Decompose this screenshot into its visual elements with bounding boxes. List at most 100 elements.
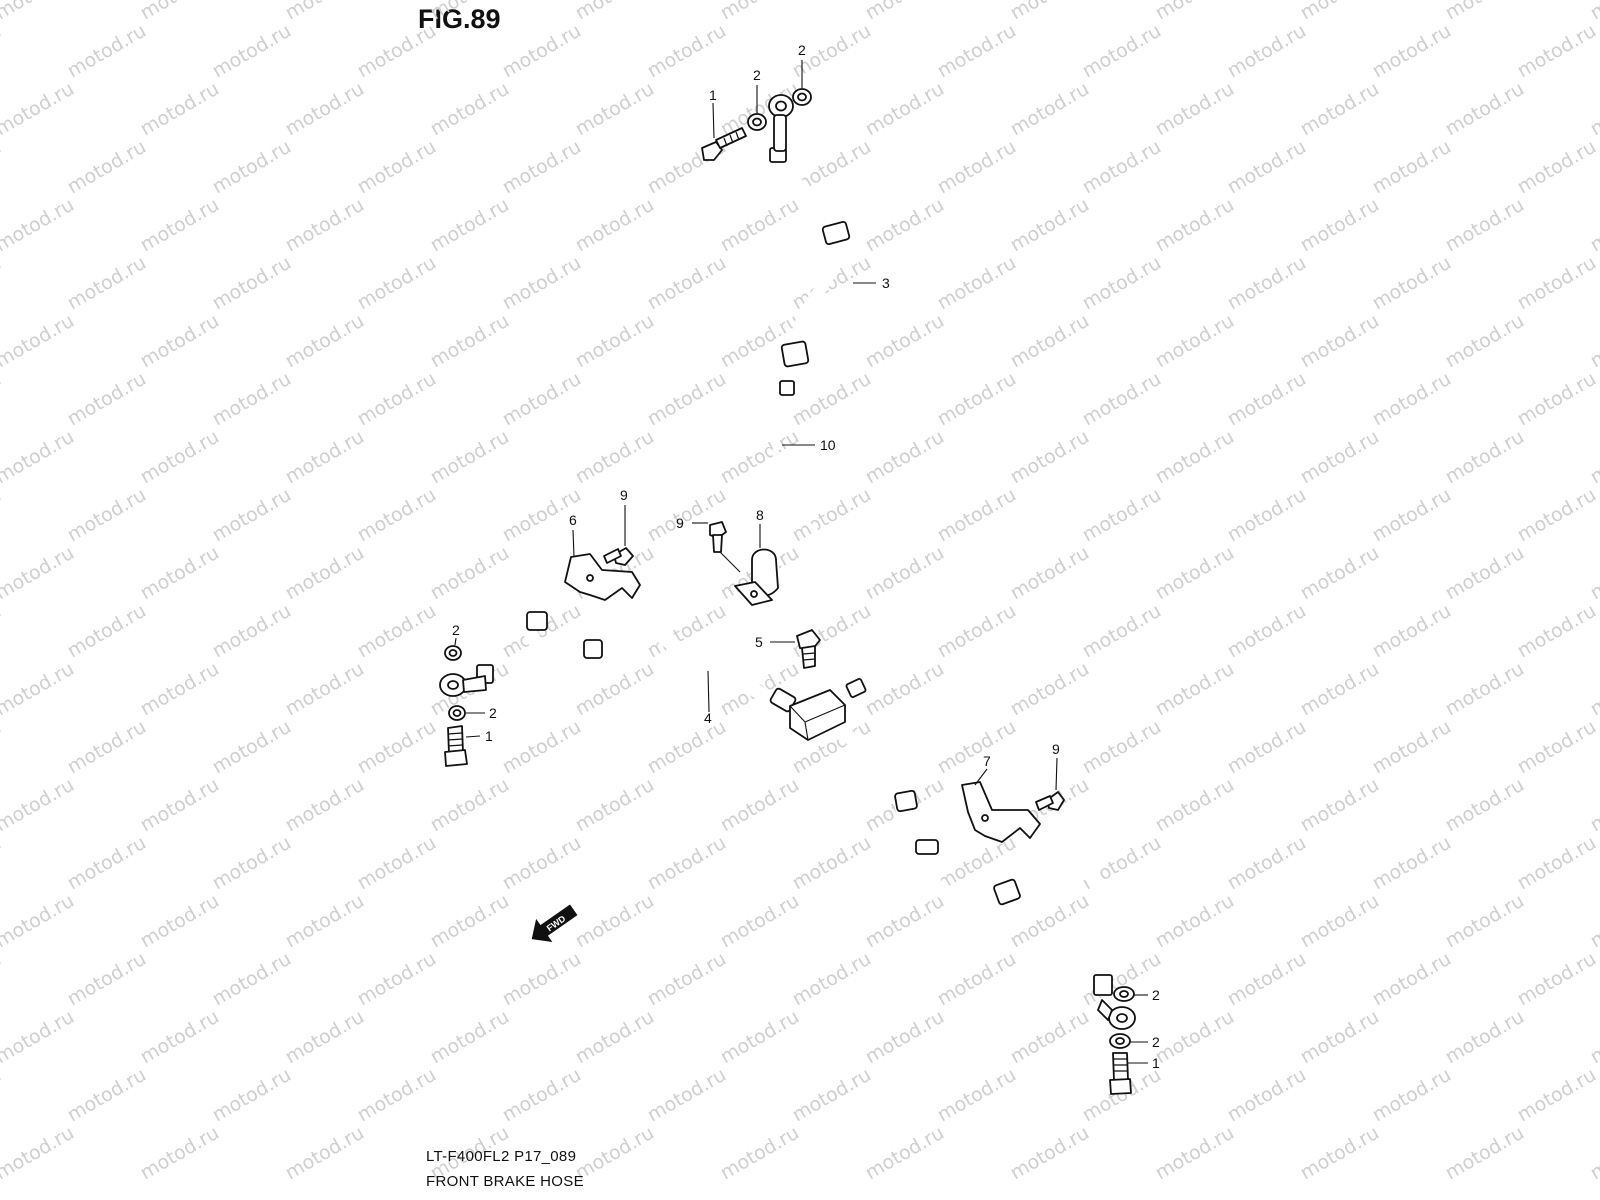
bolt-9-c [1035, 791, 1065, 811]
watermark-text: motod.ru [862, 658, 948, 721]
watermark-text: motod.ru [282, 542, 368, 605]
callout-8: 8 [756, 507, 764, 523]
watermark-text: motod.ru [572, 310, 658, 373]
watermark-text: motod.ru [0, 658, 78, 721]
watermark-text: motod.ru [1369, 368, 1455, 431]
watermark-text: motod.ru [1224, 20, 1310, 83]
watermark-text: motod.ru [644, 20, 730, 83]
watermark-text: motod.ru [1224, 716, 1310, 779]
watermark-text: motod.ru [1297, 890, 1383, 953]
watermark-text: motod.ru [1514, 136, 1600, 199]
watermark-text: motod.ru [354, 368, 440, 431]
washer-left-a [444, 645, 462, 661]
watermark-text: motod.ru [1369, 252, 1455, 315]
watermark-text: motod.ru [1152, 1006, 1238, 1069]
watermark-text: motod.ru [1079, 484, 1165, 547]
watermark-text: motod.ru [209, 832, 295, 895]
watermark-text: motod.ru [717, 1006, 803, 1069]
watermark-text: motod.ru [1079, 252, 1165, 315]
watermark-text: motod.ru [1224, 484, 1310, 547]
watermark-text: motod.ru [282, 1122, 368, 1185]
watermark-text: motod.ru [282, 426, 368, 489]
callout-5: 5 [755, 634, 763, 650]
watermark-text: motod.ru [499, 20, 585, 83]
watermark-text: motod.ru [64, 136, 150, 199]
watermark-text: motod.ru [0, 832, 5, 895]
watermark-text: motod.ru [64, 832, 150, 895]
banjo-fitting-top [768, 94, 794, 152]
watermark-text: motod.ru [1297, 78, 1383, 141]
watermark-text: motod.ru [499, 716, 585, 779]
callout-labels: 1 2 2 3 10 6 9 9 8 5 4 2 2 1 7 9 2 2 1 [452, 42, 1160, 1071]
watermark-text: motod.ru [789, 832, 875, 895]
watermark-text: motod.ru [1369, 1064, 1455, 1127]
watermark-text: motod.ru [1007, 542, 1093, 605]
watermark-text: motod.ru [499, 1064, 585, 1127]
watermark-text: motod.ru [1224, 948, 1310, 1011]
watermark-text: motod.ru [572, 0, 658, 24]
watermark-text: motod.ru [0, 1064, 5, 1127]
watermark-text: motod.ru [0, 136, 5, 199]
callout-2-right-a: 2 [1152, 987, 1160, 1003]
watermark-text: motod.ru [0, 20, 5, 83]
callout-2-left-b: 2 [489, 705, 497, 721]
watermark-text: motod.ru [64, 368, 150, 431]
fwd-arrow-icon: FWD [531, 904, 578, 943]
watermark-text: motod.ru [862, 1122, 948, 1185]
brake-hose-4 [476, 586, 797, 719]
watermark-text: motod.ru [1007, 194, 1093, 257]
watermark-text: motod.ru [137, 1006, 223, 1069]
watermark-text: motod.ru [0, 774, 78, 837]
watermark-text: motod.ru [1442, 78, 1528, 141]
leader-lines [454, 60, 1148, 1064]
watermark-text: motod.ru [282, 310, 368, 373]
watermark-text: motod.ru [0, 252, 5, 315]
watermark-text: motod.ru [1297, 426, 1383, 489]
watermark-text: motod.ru [572, 1006, 658, 1069]
watermark-text: motod.ru [0, 310, 78, 373]
watermark-text: motod.ru [1007, 426, 1093, 489]
banjo-fitting-right [1097, 999, 1136, 1030]
watermark-text: motod.ru [282, 658, 368, 721]
watermark-text: motod.ru [1442, 774, 1528, 837]
watermark-text: motod.ru [0, 890, 78, 953]
watermark-text: motod.ru [1152, 542, 1238, 605]
watermark-text: motod.ru [1514, 368, 1600, 431]
watermark-text: motod.ru [354, 716, 440, 779]
watermark-text: motod.ru [282, 194, 368, 257]
watermark-text: motod.ru [499, 948, 585, 1011]
watermark-text: motod.ru [427, 774, 513, 837]
watermark-text: motod.ru [137, 1122, 223, 1185]
watermark-text: motod.ru [282, 0, 368, 24]
watermark-text: motod.ru [354, 832, 440, 895]
watermark-text: motod.ru [862, 890, 948, 953]
callout-1-right: 1 [1152, 1055, 1160, 1071]
watermark-text: motod.ru [282, 1006, 368, 1069]
callout-2-left-a: 2 [452, 622, 460, 638]
watermark-text: motod.ru [1442, 194, 1528, 257]
watermark-text: motod.ru [499, 252, 585, 315]
watermark-text: motod.ru [1587, 426, 1600, 489]
watermark-text: motod.ru [1297, 194, 1383, 257]
brake-hose-right [831, 725, 1113, 997]
watermark-text: motod.ru [1079, 20, 1165, 83]
watermark-text: motod.ru [1442, 1006, 1528, 1069]
brake-hose-3 [769, 147, 851, 368]
bolt-9-a [603, 547, 634, 566]
watermark-text: motod.ru [1587, 310, 1600, 373]
watermark-text: motod.ru [354, 20, 440, 83]
watermark-text: motod.ru [934, 20, 1020, 83]
watermark-text: motod.ru [137, 542, 223, 605]
watermark-text: motod.ru [934, 716, 1020, 779]
watermark-text: motod.ru [934, 136, 1020, 199]
watermark-text: motod.ru [64, 252, 150, 315]
watermark-text: motod.ru [1442, 890, 1528, 953]
watermark-text: motod.ru [572, 194, 658, 257]
watermark-text: motod.ru [137, 310, 223, 373]
watermark-text: motod.ru [862, 194, 948, 257]
watermark-text: motod.ru [1587, 658, 1600, 721]
watermark-text: motod.ru [499, 832, 585, 895]
watermark-text: motod.ru [789, 1064, 875, 1127]
watermark-text: motod.ru [427, 1006, 513, 1069]
